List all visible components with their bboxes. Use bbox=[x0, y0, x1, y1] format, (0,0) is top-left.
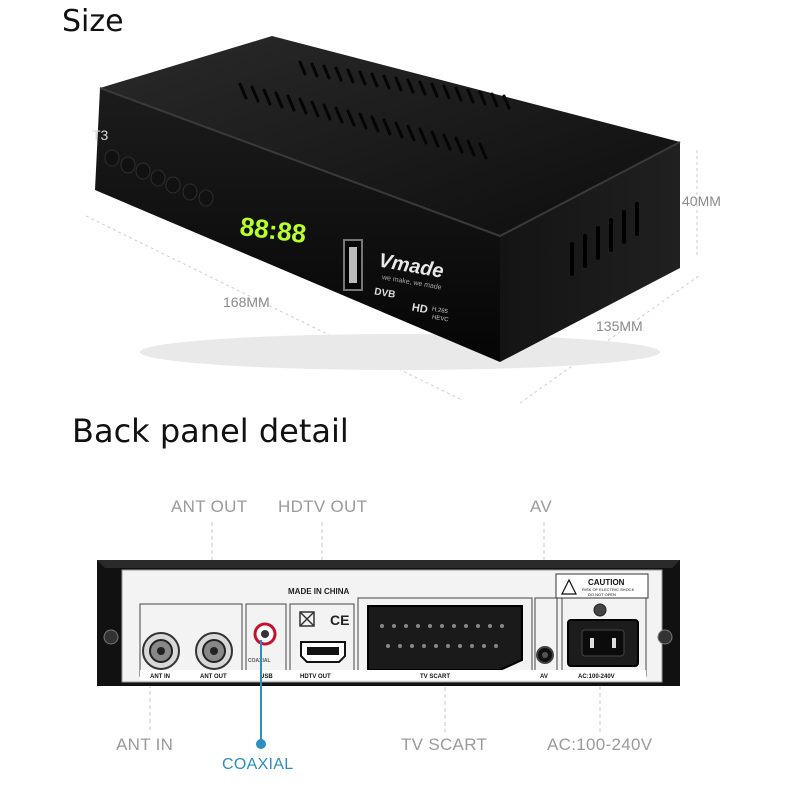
callout-ant-out: ANT OUT bbox=[171, 497, 248, 516]
callout-coaxial: COAXIAL bbox=[222, 756, 294, 773]
caution-subtext-2: DO NOT OPEN bbox=[588, 592, 616, 597]
back-panel-heading: Back panel detail bbox=[72, 412, 349, 450]
recycle-bin-icon bbox=[299, 611, 315, 627]
codec-logo-1: H.265 bbox=[431, 307, 448, 316]
callout-tv-scart: TV SCART bbox=[401, 735, 488, 754]
warning-triangle-icon bbox=[561, 578, 577, 595]
label-av: AV bbox=[540, 674, 548, 680]
label-ant-in: ANT IN bbox=[150, 674, 170, 680]
coaxial-highlight-dot bbox=[256, 739, 266, 749]
ce-mark: CE bbox=[330, 612, 349, 628]
label-tv-scart: TV SCART bbox=[420, 674, 450, 680]
set-top-box-front-view: T3 88:88 Vmade we make, we made DVB HD H… bbox=[85, 36, 701, 404]
label-ant-out: ANT OUT bbox=[200, 674, 227, 680]
label-ac: AC:100-240V bbox=[578, 674, 615, 680]
caution-subtext-1: RISK OF ELECTRIC SHOCK bbox=[582, 587, 635, 592]
depth-dimension: 135MM bbox=[596, 318, 643, 334]
tv-scart-port bbox=[367, 605, 523, 671]
height-dimension: 40MM bbox=[682, 193, 721, 209]
label-hdtv-out: HDTV OUT bbox=[300, 674, 331, 680]
dvb-logo: DVB bbox=[373, 286, 396, 301]
label-usb: USB bbox=[260, 674, 273, 680]
caution-title: CAUTION bbox=[588, 578, 625, 587]
callout-ant-in: ANT IN bbox=[116, 735, 174, 754]
model-badge: T3 bbox=[92, 127, 109, 143]
made-in-label: MADE IN CHINA bbox=[288, 587, 350, 596]
label-coaxial: COAXIAL bbox=[248, 658, 271, 664]
callout-hdtv-out: HDTV OUT bbox=[278, 497, 368, 516]
length-dimension: 168MM bbox=[223, 294, 270, 310]
callout-av: AV bbox=[530, 497, 553, 516]
back-panel-view: CE CAUTION RISK OF ELECTRIC SHOCK DO NOT… bbox=[97, 522, 680, 749]
codec-logo-2: HEVC bbox=[431, 315, 449, 324]
size-heading: Size bbox=[62, 4, 124, 39]
callout-ac: AC:100-240V bbox=[547, 735, 653, 754]
hd-logo: HD bbox=[411, 302, 429, 317]
